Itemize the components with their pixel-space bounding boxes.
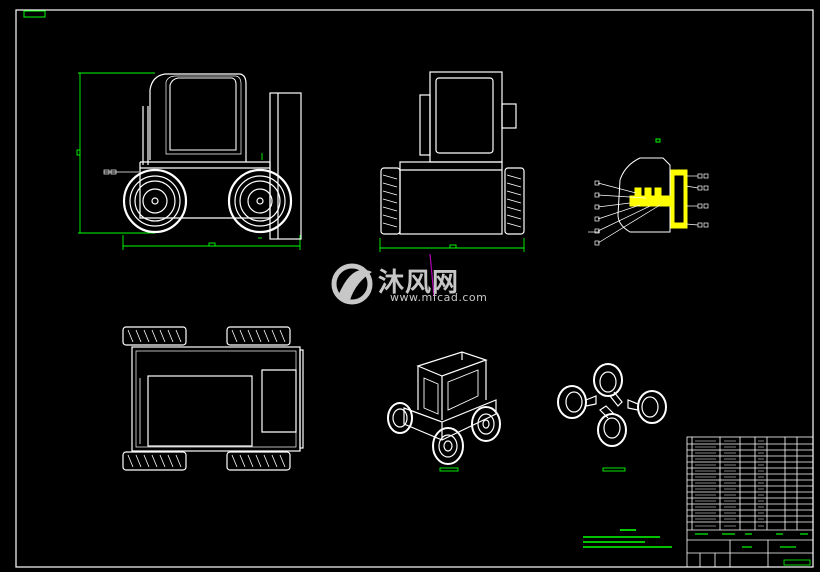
front-view: [379, 71, 525, 252]
exploded-wheel-2: [593, 363, 623, 407]
isometric-loader-view: [387, 351, 501, 472]
top-tire-rear-left: [122, 451, 187, 471]
drawing-frame: [15, 9, 814, 568]
iso-wheel-front-left: [432, 427, 464, 465]
watermark-logo-icon: [331, 253, 435, 305]
exploded-wheel-1: [557, 385, 597, 419]
iso-wheel-rear-left: [387, 402, 413, 434]
top-view: [122, 326, 304, 471]
technical-notes: [583, 529, 672, 548]
front-right-tire: [504, 167, 525, 235]
top-tire-front-right: [226, 326, 291, 346]
exploded-wheel-3: [627, 390, 667, 424]
watermark-logo-text: 沐风网: [378, 268, 460, 298]
side-view: [76, 72, 302, 250]
front-left-tire: [380, 167, 401, 235]
exploded-wheel-4: [597, 405, 627, 447]
detail-section-view: [588, 138, 709, 246]
side-rear-wheel: [122, 168, 188, 234]
top-tire-front-left: [122, 326, 187, 346]
side-front-wheel: [227, 168, 293, 234]
exploded-wheels-view: [557, 363, 667, 472]
title-block: [686, 436, 814, 568]
watermark-url: www.mfcad.com: [390, 291, 488, 304]
iso-wheel-front-right: [471, 406, 501, 442]
top-tire-rear-right: [226, 451, 291, 471]
